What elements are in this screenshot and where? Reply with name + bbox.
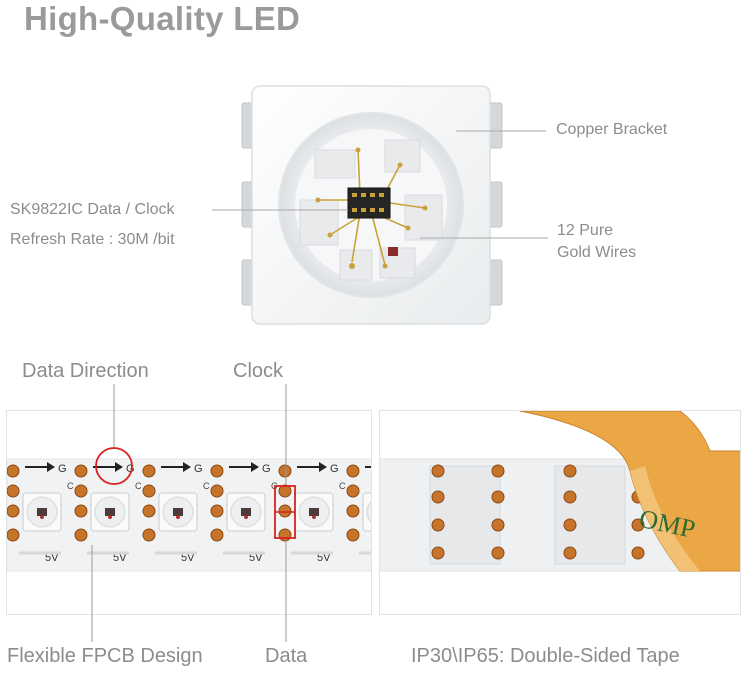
ic-label: SK9822IC Data / Clock	[10, 201, 175, 218]
solder-pad	[278, 464, 292, 478]
strip-back-panel: OMP	[379, 410, 741, 615]
solder-pad	[7, 464, 20, 478]
back-solder-pad	[563, 546, 577, 560]
led-die	[173, 508, 183, 516]
solder-pad	[7, 504, 20, 518]
back-solder-pad	[491, 518, 505, 532]
back-solder-pad	[431, 490, 445, 504]
solder-pad	[210, 484, 224, 498]
led-die	[105, 508, 115, 516]
tape-label: IP30\IP65: Double-Sided Tape	[411, 645, 680, 667]
clock-label: Clock	[233, 360, 284, 382]
pin-marking: C	[135, 481, 142, 491]
voltage-marking: 5V	[317, 552, 331, 564]
voltage-marking: 5V	[181, 552, 195, 564]
back-solder-pad	[431, 464, 445, 478]
solder-pad	[74, 484, 88, 498]
back-solder-pad	[491, 546, 505, 560]
ic-die	[347, 187, 391, 219]
voltage-marking: 5V	[249, 552, 263, 564]
solder-pad	[210, 464, 224, 478]
pin-marking: C	[339, 481, 346, 491]
direction-arrow-head	[47, 462, 55, 472]
solder-pad	[142, 484, 156, 498]
ground-marking: G	[126, 463, 135, 475]
ground-marking: G	[194, 463, 203, 475]
led-die-dot	[108, 515, 112, 519]
led-strip-front: GC5VGC5VGC5VGC5VGC5VGC5V	[7, 458, 371, 572]
solder-pad	[74, 504, 88, 518]
solder-pad	[278, 504, 292, 518]
solder-pad	[278, 484, 292, 498]
solder-pad	[210, 504, 224, 518]
pin-marking: C	[203, 481, 210, 491]
solder-pad	[210, 528, 224, 542]
solder-pad	[278, 528, 292, 542]
solder-pad	[346, 484, 360, 498]
led-strip-back: OMP	[380, 411, 740, 572]
gold-wires-label-1: 12 Pure	[557, 222, 614, 239]
solder-pad	[74, 528, 88, 542]
solder-pad	[142, 504, 156, 518]
back-solder-pad	[563, 490, 577, 504]
solder-pad	[346, 464, 360, 478]
led-die-dot	[312, 515, 316, 519]
led-lens	[366, 501, 371, 523]
back-solder-pad	[431, 518, 445, 532]
voltage-marking: 5V	[45, 552, 59, 564]
direction-arrow-head	[251, 462, 259, 472]
led-die-dot	[176, 515, 180, 519]
back-solder-pad	[563, 518, 577, 532]
led-die-dot	[40, 515, 44, 519]
solder-pad	[142, 464, 156, 478]
back-solder-pad	[631, 518, 645, 532]
data-direction-label: Data Direction	[22, 360, 149, 382]
voltage-marking: 5V	[113, 552, 127, 564]
fpcb-label: Flexible FPCB Design	[7, 645, 203, 667]
led-die-dot	[244, 515, 248, 519]
solder-pad	[142, 528, 156, 542]
copper-bracket-label: Copper Bracket	[556, 121, 668, 138]
ground-marking: G	[58, 463, 67, 475]
gold-wires-label-2: Gold Wires	[557, 244, 637, 261]
page-title: High-Quality LED	[24, 0, 301, 37]
strip-front-panel: GC5VGC5VGC5VGC5VGC5VGC5V	[6, 410, 372, 615]
solder-pad	[346, 504, 360, 518]
ground-marking: G	[330, 463, 339, 475]
data-label: Data	[265, 645, 308, 667]
solder-pad	[7, 484, 20, 498]
led-die	[37, 508, 47, 516]
back-solder-pad	[491, 464, 505, 478]
pin-marking: C	[271, 481, 278, 491]
led-chip-diagram	[212, 85, 548, 325]
solder-pad	[7, 528, 20, 542]
solder-pad	[74, 464, 88, 478]
direction-arrow-head	[183, 462, 191, 472]
back-solder-pad	[491, 490, 505, 504]
back-solder-pad	[431, 546, 445, 560]
led-die	[241, 508, 251, 516]
back-solder-pad	[563, 464, 577, 478]
solder-pad	[346, 528, 360, 542]
pin-marking: C	[67, 481, 74, 491]
led-die	[309, 508, 319, 516]
back-solder-pad	[631, 546, 645, 560]
refresh-rate-label: Refresh Rate : 30M /bit	[10, 231, 175, 248]
direction-arrow-head	[319, 462, 327, 472]
ground-marking: G	[262, 463, 271, 475]
